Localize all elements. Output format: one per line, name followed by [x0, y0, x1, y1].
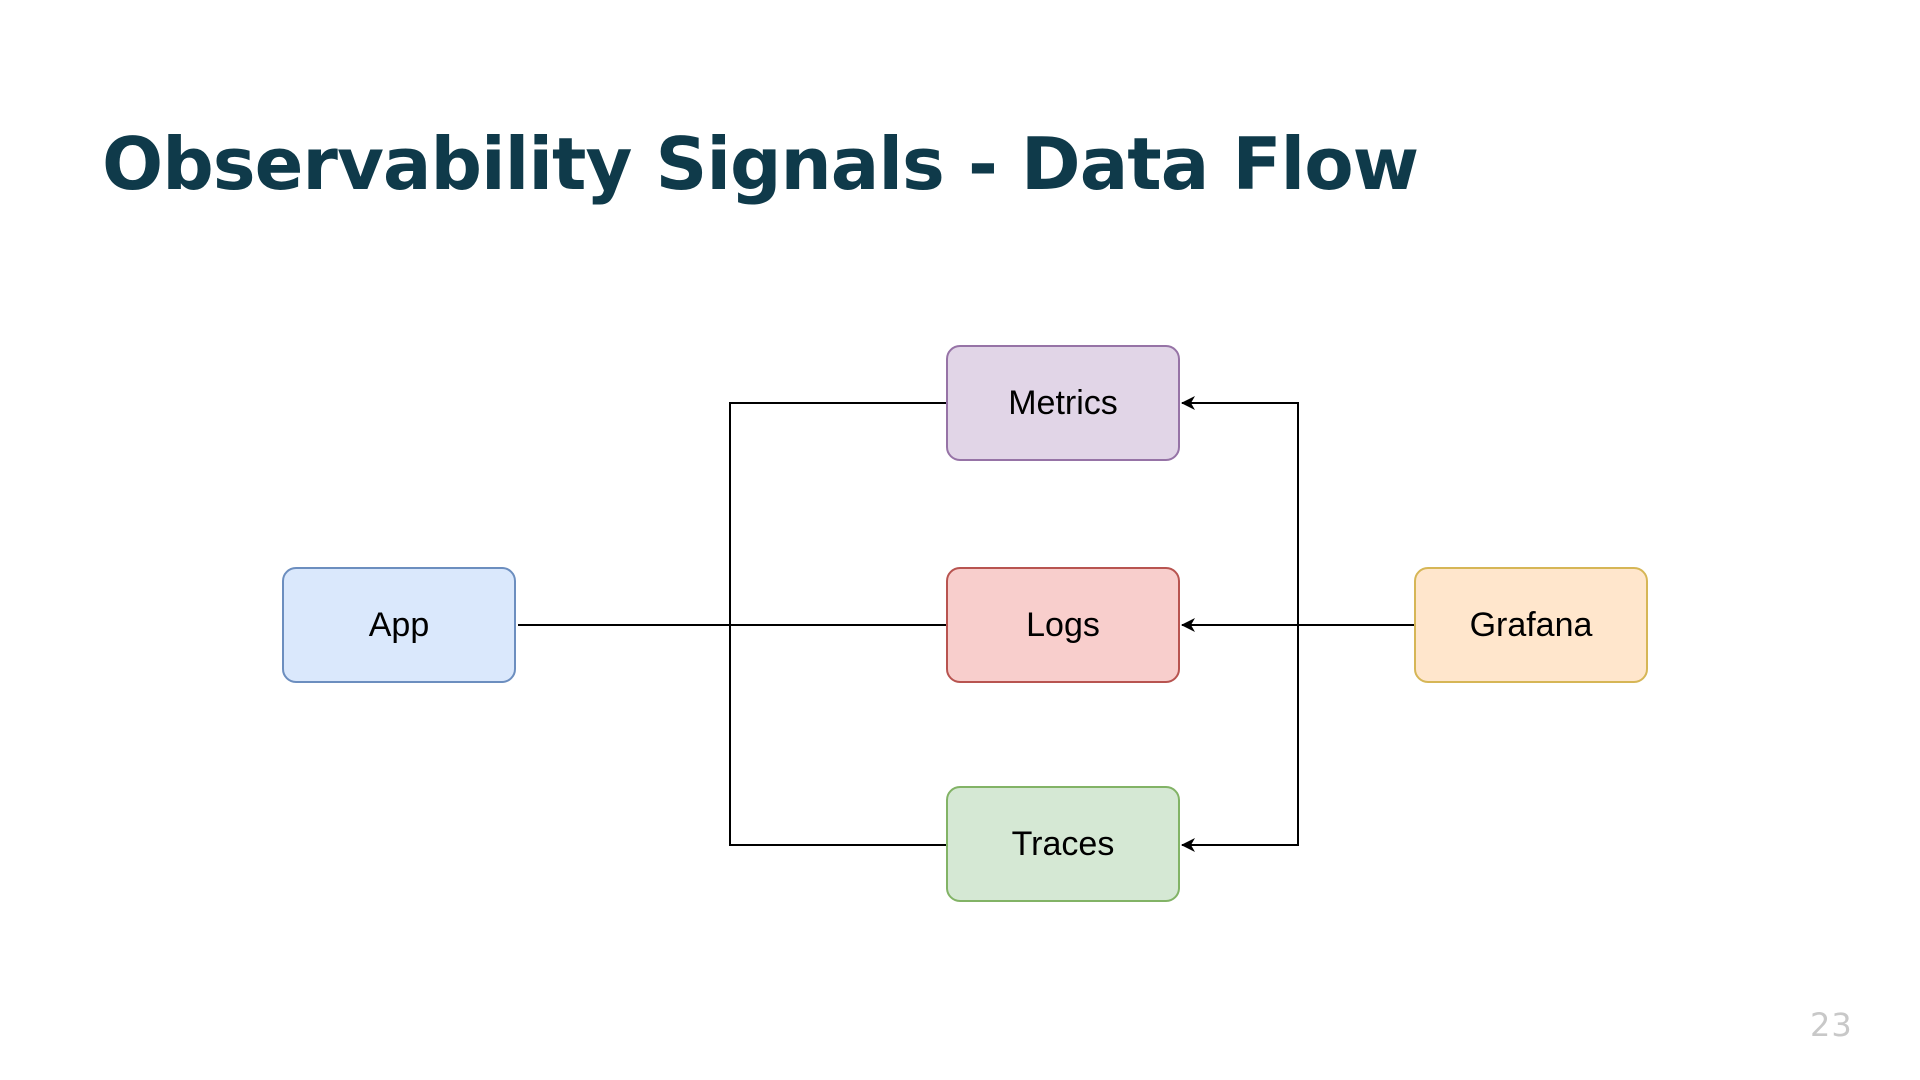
node-grafana-label: Grafana [1469, 605, 1593, 644]
page-number: 23 [1810, 1006, 1853, 1044]
node-metrics-label: Metrics [1008, 383, 1118, 422]
node-app: App [282, 567, 516, 683]
node-traces-label: Traces [1011, 824, 1115, 863]
edge-app-to-traces [729, 625, 946, 846]
node-grafana: Grafana [1414, 567, 1648, 683]
node-logs-label: Logs [1026, 605, 1100, 644]
edge-grafana-to-metrics [1181, 396, 1299, 625]
node-metrics: Metrics [946, 345, 1180, 461]
node-traces: Traces [946, 786, 1180, 902]
slide-title: Observability Signals - Data Flow [102, 122, 1419, 206]
node-logs: Logs [946, 567, 1180, 683]
node-app-label: App [368, 605, 430, 644]
edge-app-to-metrics [729, 402, 946, 625]
edge-grafana-to-traces [1181, 625, 1299, 852]
